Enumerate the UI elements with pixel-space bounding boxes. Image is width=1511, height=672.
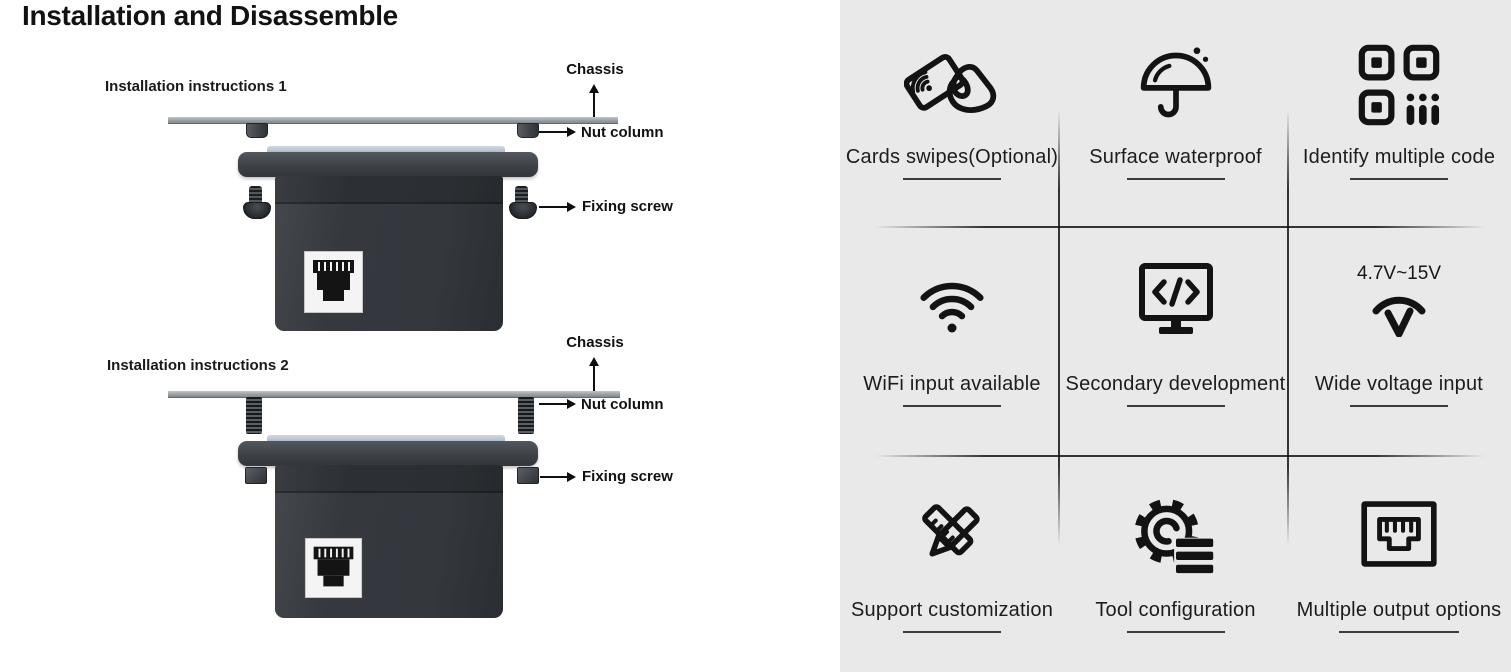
fixing-screw-right: [509, 186, 537, 219]
label-underline: [1339, 631, 1459, 633]
screw-thread: [515, 186, 528, 202]
nut-column-label: Nut column: [581, 396, 664, 413]
nut-column-arrow: [539, 399, 576, 409]
fixing-screw-label: Fixing screw: [582, 468, 673, 485]
feature-label: Cards swipes(Optional): [845, 146, 1059, 168]
fixing-screw-left: [245, 467, 267, 484]
fixing-screw-arrow: [539, 202, 576, 212]
feature-tool-configuration: Tool configuration: [1064, 455, 1287, 672]
screw-cap: [243, 202, 271, 219]
nut-column-rod-left: [246, 397, 262, 434]
body-top-shade: [275, 176, 503, 202]
feature-multiple-output: Multiple output options: [1287, 455, 1511, 672]
qr-code-icon: [1358, 44, 1440, 126]
label-underline: [1126, 405, 1225, 407]
rj45-socket: [304, 538, 363, 598]
page-title: Installation and Disassemble: [22, 0, 398, 31]
body-seam: [275, 491, 503, 493]
rj45-port-icon: [1361, 501, 1437, 567]
nut-column-right: [517, 123, 539, 138]
fixing-screw-right: [517, 467, 539, 484]
grid-divider: [1287, 110, 1289, 545]
pencil-ruler-icon: [922, 504, 980, 557]
diagram-2-title: Installation instructions 2: [107, 357, 289, 374]
feature-label: Multiple output options: [1296, 599, 1502, 621]
rj45-socket: [304, 251, 363, 313]
feature-identify-multiple-code: Identify multiple code: [1287, 0, 1511, 227]
feature-label: Tool configuration: [1095, 599, 1256, 621]
screw-thread: [249, 186, 262, 202]
diagram-1-title: Installation instructions 1: [105, 78, 287, 95]
feature-surface-waterproof: Surface waterproof: [1064, 0, 1287, 227]
umbrella-waterproof-icon: [1140, 47, 1211, 118]
label-underline: [1126, 178, 1225, 180]
feature-label: Secondary development: [1065, 373, 1286, 395]
scanner-window: [267, 146, 505, 154]
scanner-window: [267, 435, 505, 443]
label-underline: [903, 178, 1001, 180]
feature-secondary-development: Secondary development: [1064, 227, 1287, 455]
label-underline: [903, 631, 1001, 633]
nut-column-label: Nut column: [581, 124, 664, 141]
gear-list-icon: [1134, 499, 1223, 574]
voltage-icon: [1372, 296, 1426, 337]
chassis-arrow: [589, 84, 599, 119]
grid-divider: [875, 455, 1485, 457]
code-monitor-icon: [1138, 263, 1213, 334]
label-underline: [1350, 178, 1448, 180]
card-swipe-icon: [904, 54, 997, 113]
fixing-screw-arrow: [540, 472, 576, 482]
feature-support-customization: Support customization: [840, 455, 1064, 672]
wifi-icon: [920, 282, 984, 333]
label-underline: [1350, 405, 1448, 407]
label-underline: [1126, 631, 1225, 633]
nut-column-arrow: [539, 127, 576, 137]
chassis-arrow: [589, 357, 599, 391]
feature-label: Identify multiple code: [1302, 146, 1496, 168]
feature-cards-swipes: Cards swipes(Optional): [840, 0, 1064, 227]
installation-diagram-2: Installation instructions 2 Chassis Nut …: [107, 334, 673, 618]
nut-column-rod-right: [518, 397, 534, 434]
feature-label: WiFi input available: [863, 373, 1041, 395]
feature-wide-voltage: 4.7V~15V Wide voltage input: [1287, 227, 1511, 455]
feature-label: Surface waterproof: [1089, 146, 1262, 168]
installation-diagram-1: Installation instructions 1 Chassis Nut …: [0, 0, 840, 340]
grid-divider: [875, 226, 1485, 228]
nut-column-left: [246, 123, 268, 138]
device-flange: [238, 441, 538, 466]
device-flange: [238, 152, 538, 177]
body-seam: [275, 202, 503, 204]
fixing-screw-label: Fixing screw: [582, 198, 673, 215]
grid-divider: [1058, 110, 1060, 545]
chassis-plate: [168, 391, 620, 398]
fixing-screw-left: [243, 186, 271, 219]
feature-label: Support customization: [850, 599, 1054, 621]
chassis-label: Chassis: [566, 61, 624, 78]
device-body: [275, 176, 503, 331]
feature-panel: Cards swipes(Optional) Surface waterproo…: [840, 0, 1511, 672]
voltage-range-text: 4.7V~15V: [1357, 263, 1441, 284]
chassis-plate: [168, 117, 618, 124]
body-top-shade: [275, 465, 503, 491]
feature-wifi-input: WiFi input available: [840, 227, 1064, 455]
feature-label: Wide voltage input: [1314, 373, 1484, 395]
chassis-label: Chassis: [566, 334, 624, 351]
screw-cap: [509, 202, 537, 219]
device-body: [275, 465, 503, 618]
label-underline: [903, 405, 1001, 407]
